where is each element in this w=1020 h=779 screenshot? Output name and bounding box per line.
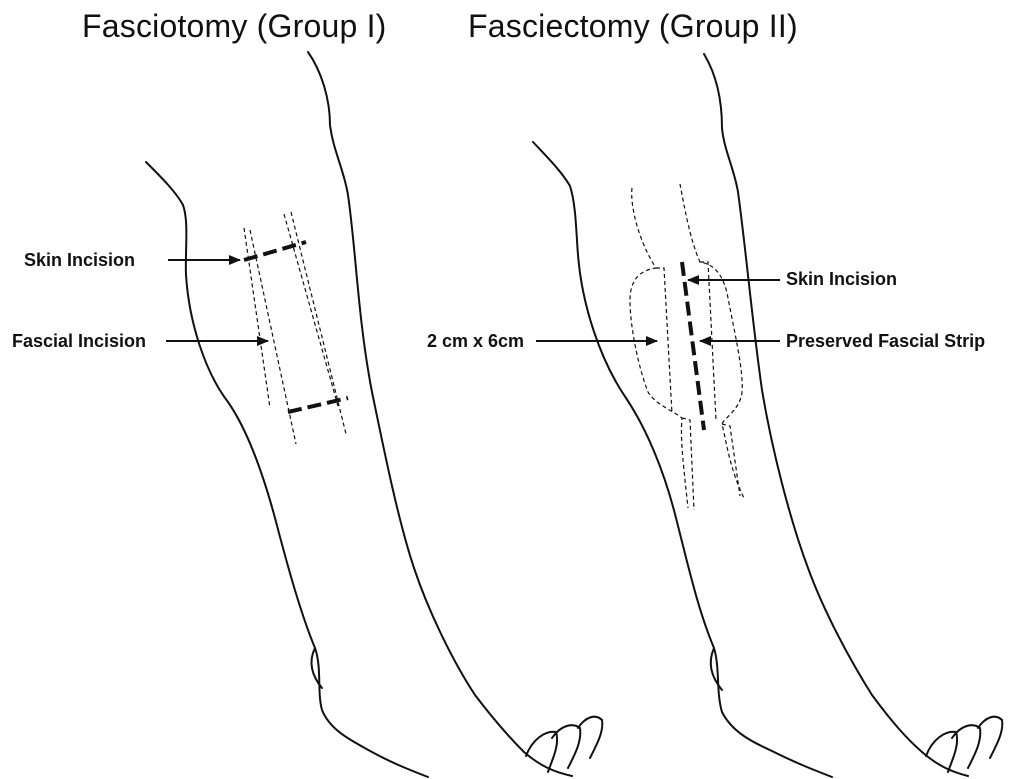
right-leg-back-contour — [704, 54, 968, 776]
right-leg-illustration — [533, 54, 1002, 777]
fascial-window-lower-left — [682, 418, 694, 510]
left-toes — [526, 717, 602, 772]
left-leg-front-contour — [146, 162, 428, 777]
right-skin-incision-line — [682, 262, 704, 430]
fascial-window-inner-left — [656, 268, 672, 414]
left-incision-line-3 — [284, 214, 338, 406]
fascial-window-outline — [630, 184, 744, 508]
left-leg-back-contour — [308, 52, 572, 776]
left-leg-illustration — [146, 52, 602, 777]
